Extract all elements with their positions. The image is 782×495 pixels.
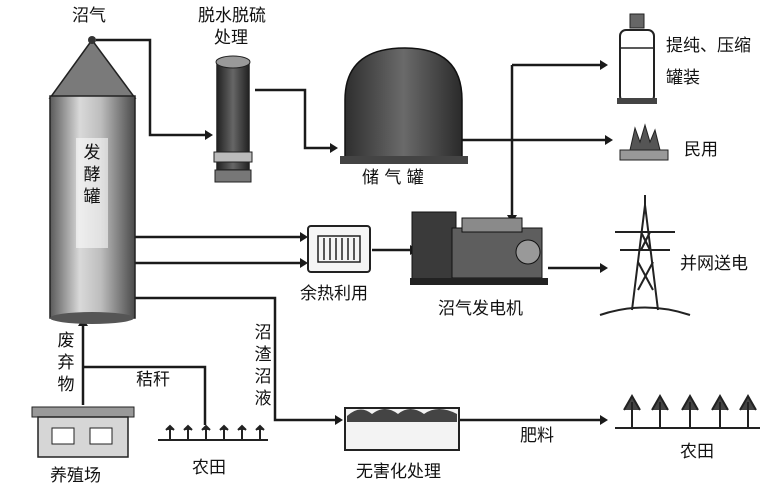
storage-base — [340, 156, 468, 164]
label-harmless: 无害化处理 — [356, 462, 441, 482]
arrowhead — [600, 60, 608, 70]
label-residue: 沼渣沼液 — [254, 323, 272, 409]
arrowhead — [300, 232, 308, 242]
label-storage-tank: 储 气 罐 — [362, 168, 424, 188]
farm-window — [51, 427, 75, 445]
label-purify-line2: 罐装 — [666, 68, 700, 88]
label-ferment-tank: 发酵罐 — [83, 143, 101, 207]
line-straw — [83, 365, 207, 425]
generator-skid — [410, 278, 548, 285]
farmland-right-plants — [615, 393, 760, 429]
generator-flywheel — [515, 239, 541, 265]
livestock-farm — [31, 406, 135, 458]
label-civil-use: 民用 — [684, 140, 718, 160]
desulfurization-unit — [213, 55, 253, 183]
label-desulf-line1: 脱水脱硫 — [198, 6, 266, 26]
farm-roof — [31, 406, 135, 418]
treatment-sludge — [347, 409, 457, 422]
waste-heat-unit — [307, 225, 371, 273]
desulf-cap — [215, 55, 251, 69]
label-generator: 沼气发电机 — [438, 299, 523, 319]
tank-label-bg — [76, 138, 108, 248]
treatment-tank — [344, 407, 460, 451]
heat-coil-icon — [323, 238, 355, 260]
label-grid-power: 并网送电 — [680, 254, 748, 274]
generator-top — [461, 217, 523, 233]
label-biogas: 沼气 — [72, 6, 106, 26]
heat-exchanger-inner — [317, 235, 361, 263]
arrowhead — [600, 415, 608, 425]
tank-top-valve — [88, 36, 96, 44]
purify-cylinder-unit — [617, 13, 657, 104]
desulf-ring — [213, 151, 253, 163]
label-desulf-line2: 处理 — [214, 28, 248, 48]
line-desulf-to-storage — [255, 88, 330, 150]
arrowhead — [335, 415, 343, 425]
arrowhead — [205, 130, 213, 140]
arrowhead — [600, 263, 608, 273]
label-fertilizer: 肥料 — [520, 426, 554, 446]
arrowhead — [330, 143, 338, 153]
arrowhead — [300, 258, 308, 268]
label-waste-heat: 余热利用 — [300, 284, 368, 304]
label-farmland-right: 农田 — [680, 442, 714, 462]
storage-dome — [344, 47, 463, 161]
desulf-foot — [214, 169, 252, 183]
label-waste: 废弃物 — [57, 331, 75, 395]
power-tower-icon — [599, 195, 691, 316]
label-straw: 秸秆 — [136, 370, 170, 390]
label-purify-line1: 提纯、压缩 — [666, 36, 751, 56]
farm-window — [89, 427, 113, 445]
gas-stove — [619, 123, 669, 161]
stove-base — [619, 149, 669, 161]
label-farmland-left: 农田 — [192, 458, 226, 478]
fermentation-tank — [48, 36, 137, 324]
line-tower-to-desulf — [96, 38, 205, 137]
biogas-generator — [410, 211, 548, 285]
generator-cabinet — [411, 211, 457, 283]
cylinder-valve — [629, 13, 645, 29]
flame-icon — [629, 123, 661, 151]
cylinder-base — [617, 98, 657, 104]
farmland-left-plants — [158, 424, 268, 441]
arrowhead — [605, 135, 613, 145]
cylinder-body — [619, 29, 655, 103]
line-tower-residue — [133, 296, 335, 422]
label-farm: 养殖场 — [50, 466, 101, 486]
tank-base — [50, 312, 134, 324]
tank-cone-top — [48, 38, 137, 99]
heat-exchanger — [307, 225, 371, 273]
flow-lines — [81, 38, 605, 425]
storage-tank — [340, 47, 468, 164]
